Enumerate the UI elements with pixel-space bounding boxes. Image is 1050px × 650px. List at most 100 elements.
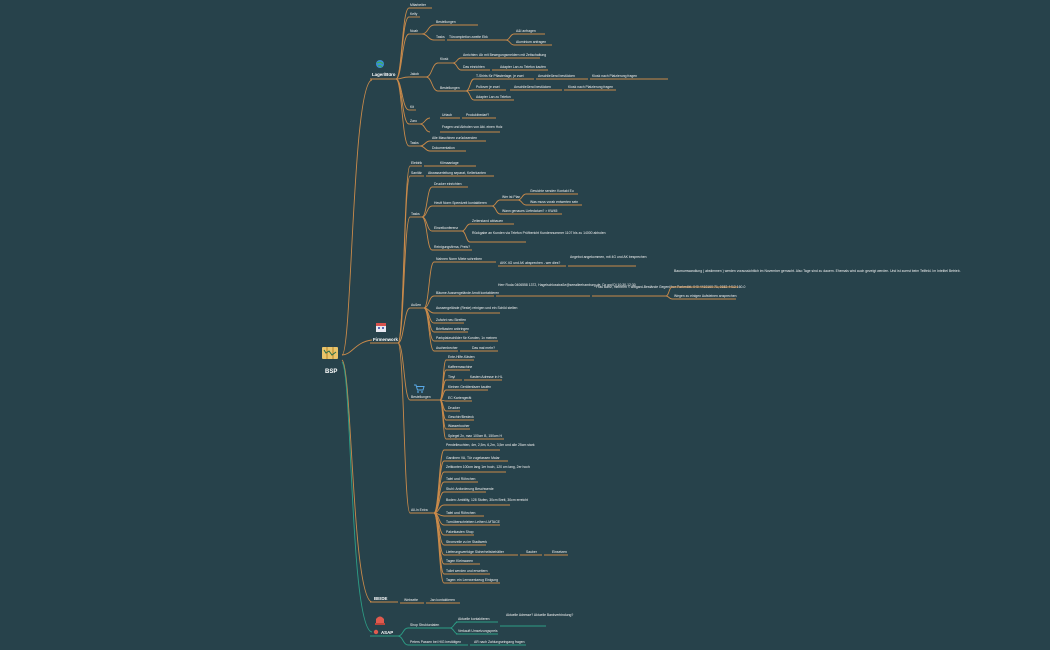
best2-mid-1[interactable]: Anschließend bestücken bbox=[514, 85, 551, 89]
shop-item-0[interactable]: Aktuelle kontaktieren bbox=[458, 617, 490, 621]
best-item-8[interactable]: Spiegel 2x, max 100cm B, 150cm H bbox=[448, 434, 502, 438]
heuft-sub-1[interactable]: Wann genaues Liefedatum? > KW45 bbox=[502, 209, 557, 213]
best2-item-0[interactable]: T-Shirts für Pflasterlage, je zwei bbox=[476, 74, 524, 78]
fw-elektrik-val[interactable]: Klimaanlage bbox=[440, 161, 459, 165]
fw-task-2[interactable]: Einzelkonferenz bbox=[434, 226, 458, 230]
fw-task-1[interactable]: Heuft Norm Speedzeit kontaktieren bbox=[434, 201, 487, 205]
fw-bestellungen[interactable]: Bestellungen bbox=[411, 395, 431, 399]
shop-item-1[interactable]: Verkauft Umsetzungspreis bbox=[458, 629, 498, 633]
au-far-0[interactable]: Baumumwandlung ( abstimmen ) werden vora… bbox=[674, 269, 961, 273]
einzel-leaf-1[interactable]: Rückgabe an Kunden via Telefon Prüfberic… bbox=[472, 231, 606, 235]
all-item-7[interactable]: Turnüberschrieben Leihen LMTACE bbox=[446, 520, 501, 524]
kiosk-item-1[interactable]: Adapter Lan zu Telefon kaufen bbox=[500, 65, 546, 69]
fw-all-in[interactable]: All-In Extra bbox=[411, 508, 428, 512]
fw-sanitar[interactable]: Sanitär bbox=[411, 171, 423, 175]
tasks-leaf-0[interactable]: A&I anfragen bbox=[516, 29, 536, 33]
best2-right-1[interactable]: Kiosk nach Platzierung fragen bbox=[568, 85, 613, 89]
noah-bestellungen[interactable]: Bestellungen bbox=[436, 20, 456, 24]
best-item-5[interactable]: Drucker bbox=[448, 406, 461, 410]
all-item-0[interactable]: Pendelleuchten, 4er, 2,5m, 6,2m, 3,5m un… bbox=[446, 443, 535, 447]
au-mid-2[interactable]: Das mal mehr? bbox=[472, 346, 495, 350]
asap-peter-val[interactable]: AR nach Zahlungseingang fragen bbox=[474, 640, 525, 644]
best-item-2[interactable]: Tinyl bbox=[448, 375, 455, 379]
all-item-4[interactable]: Stuhl: Anforderung Beschwerde bbox=[446, 487, 494, 491]
au-item-0[interactable]: Nahnen Norm Miete schreiben bbox=[436, 257, 482, 261]
einzel-leaf-0[interactable]: Zeiterstand abbauen bbox=[472, 219, 503, 223]
au-item-6[interactable]: Aschenbecher bbox=[436, 346, 459, 350]
best-item-6[interactable]: Geschirr/Besteck bbox=[448, 415, 474, 419]
all-item-10[interactable]: Lieferungsverfolge Sicherheitsbehälter bbox=[446, 550, 505, 554]
all-item-9[interactable]: Stromzeile zu im Stadtwerk bbox=[446, 540, 487, 544]
jakob-item-0[interactable]: Anrichten: Ab mit Bewegungsmeldern mit Z… bbox=[463, 53, 546, 57]
lager-noah[interactable]: Noah bbox=[410, 29, 418, 33]
all-item-13[interactable]: Tagen: ein Lernwerkzeug Einigung bbox=[446, 578, 498, 582]
beide-website[interactable]: Webseite bbox=[404, 598, 418, 602]
all-item-3[interactable]: Tafel und Röhrchen bbox=[446, 477, 476, 481]
jakob-label[interactable]: Kiosk bbox=[440, 57, 449, 61]
best-item-0[interactable]: Ente-Hilfe-Kästen bbox=[448, 355, 475, 359]
asap-peter[interactable]: Peters Passen bei HIG bestätigen bbox=[410, 640, 461, 644]
au-item-3[interactable]: Zufahrt neu Streifen bbox=[436, 318, 466, 322]
root-node[interactable]: BSP bbox=[322, 347, 338, 375]
all-item-8[interactable]: Paketkasten Shop bbox=[446, 530, 474, 534]
all-item-6[interactable]: Tafel und Röhrchen bbox=[446, 511, 476, 515]
tasks2-item-0[interactable]: Alle Maschinen zurücksenden bbox=[432, 136, 477, 140]
lager-kelly[interactable]: Kelly bbox=[410, 12, 418, 16]
best-item-4[interactable]: EC Kartengerät bbox=[448, 396, 471, 400]
all-item-11[interactable]: Tagen Kleinwaren bbox=[446, 559, 473, 563]
shop-right[interactable]: Aktuelle Adresse? Aktuelle Bankverbindun… bbox=[506, 613, 573, 617]
all-item-1[interactable]: Gardinen VA, Tür zugelassen Malar bbox=[446, 456, 500, 460]
branch-firmenwork[interactable]: Firmenwork bbox=[370, 323, 398, 344]
tasks2-item-1[interactable]: Dokumentation bbox=[432, 146, 455, 150]
beide-website-val[interactable]: Jan kontaktieren bbox=[430, 598, 455, 602]
branch-asap[interactable]: ASAP bbox=[370, 616, 398, 637]
zaro-right[interactable]: Produktbedarf? bbox=[466, 113, 489, 117]
branch-lager[interactable]: Lager/Büro bbox=[370, 60, 396, 80]
zaro-item-0[interactable]: Urlaub bbox=[442, 113, 452, 117]
au-item-1[interactable]: Bäume Aussengelände Arndt kontaktieren bbox=[436, 291, 499, 295]
fw-aussen[interactable]: Außen bbox=[411, 303, 421, 307]
best2-right-0[interactable]: Kiosk nach Platzierung fragen bbox=[592, 74, 637, 78]
liefer-right-1[interactable]: Einsetzen bbox=[552, 550, 567, 554]
au-mid-1[interactable]: Herr Roda 0406558 1372, Hagelschlosstraß… bbox=[498, 283, 636, 287]
liefer-right-0[interactable]: Sauber bbox=[526, 550, 538, 554]
best-item-1[interactable]: Kaffeemaschine bbox=[448, 365, 472, 369]
tasks-leaf-1[interactable]: Aluminium anfragen bbox=[516, 40, 546, 44]
lager-kiosk-group[interactable]: Jakob bbox=[410, 72, 419, 76]
fw-task-3[interactable]: Reinigungsfirma, Preis? bbox=[434, 245, 470, 249]
wer-leaf-0[interactable]: Gewichte senden Kontakt Eu bbox=[530, 189, 574, 193]
all-item-2[interactable]: Zeitkonten 100cm lang 1er hoch, 120 cm l… bbox=[446, 465, 530, 469]
fw-elektrik[interactable]: Elektrik bbox=[411, 161, 422, 165]
fw-sanitar-val[interactable]: Abwasserleitung separat, Kellerkanten bbox=[428, 171, 486, 175]
zaro-item-1[interactable]: Fragen und Abholen von Akt. einen Holz bbox=[442, 125, 503, 129]
heuft-sub-0[interactable]: Wer ist Plan bbox=[502, 195, 520, 199]
au-right-1[interactable]: Frau Bartz, meinthrn < wittgard-Bestände… bbox=[596, 285, 745, 289]
all-item-5[interactable]: Boden: Ambility, 128 Stufen, 30cm Breit,… bbox=[446, 498, 528, 502]
best2-item-2[interactable]: Adapter Lan zu Telefon bbox=[476, 95, 511, 99]
lager-kit[interactable]: Kit bbox=[410, 105, 414, 109]
wer-leaf-1[interactable]: Was muss vorab entwerten sein bbox=[530, 200, 578, 204]
all-item-12[interactable]: Toilet werden und erweitern bbox=[446, 569, 488, 573]
au-right-0[interactable]: Angebot angekommen, mit 4G und AK bespre… bbox=[570, 255, 647, 259]
best2-mid-0[interactable]: Anschließend bestücken bbox=[538, 74, 575, 78]
lager-mitarbeiter[interactable]: Mitarbeiter bbox=[410, 3, 427, 7]
best2-item-1[interactable]: Pullover je zwei bbox=[476, 85, 500, 89]
beide-label[interactable]: BEIDE bbox=[374, 596, 387, 601]
fw-task-0[interactable]: Drucker einrichten bbox=[434, 182, 462, 186]
au-item-2[interactable]: Aussengelände (Reste) reinigen und ein S… bbox=[436, 306, 518, 310]
best-item-3[interactable]: Kleinen Gerätenfazer kaufen bbox=[448, 385, 491, 389]
tinyl-val[interactable]: Kasten Adresse in HL bbox=[470, 375, 503, 379]
asap-shop[interactable]: Shop Strukturdaten bbox=[410, 623, 439, 627]
tasks-sub[interactable]: Türcompletion zweite Ebk bbox=[449, 35, 488, 39]
au-mid-0[interactable]: AKK 4G und AK absprechen - wer dies? bbox=[500, 261, 560, 265]
lager-zaro[interactable]: Zaro bbox=[410, 119, 417, 123]
au-item-4[interactable]: Briefkasten anbringen bbox=[436, 327, 469, 331]
fw-tasks[interactable]: Tasks bbox=[411, 212, 420, 216]
au-far-1[interactable]: Wegen zu einigen Aufsteinen ansprechen bbox=[674, 294, 737, 298]
lager-tasks2[interactable]: Tasks bbox=[410, 141, 419, 145]
kiosk-item-0[interactable]: Das einrichten bbox=[463, 65, 485, 69]
best-item-7[interactable]: Wasserkocher bbox=[448, 424, 470, 428]
au-item-5[interactable]: Parkplatzschilder für Kunden, 1x meinen bbox=[436, 336, 497, 340]
bestellungen2-label[interactable]: Bestellungen bbox=[440, 86, 460, 90]
noah-tasks[interactable]: Tasks bbox=[436, 35, 445, 39]
